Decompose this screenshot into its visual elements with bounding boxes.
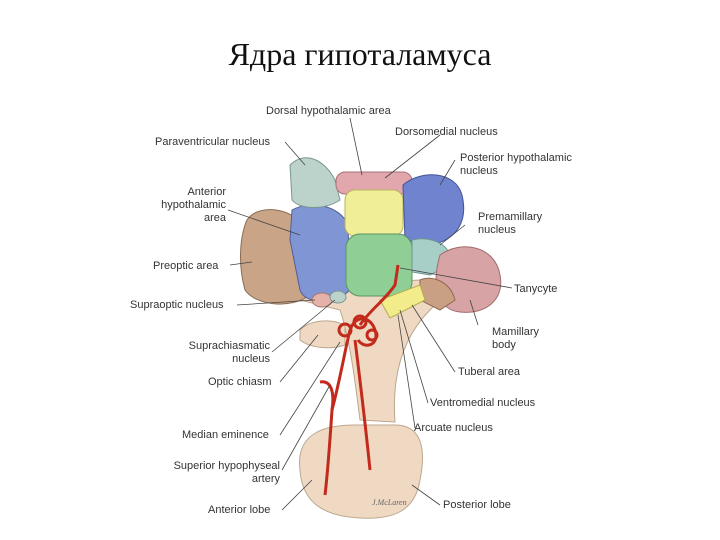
ventromedial-nucleus-shape <box>345 233 413 297</box>
label-premamillary-nucleus: Premamillary nucleus <box>478 211 543 236</box>
label-dorsomedial-nucleus: Dorsomedial nucleus <box>395 126 498 138</box>
label-ventromedial-nucleus: Ventromedial nucleus <box>430 397 536 409</box>
label-paraventricular-nucleus: Paraventricular nucleus <box>155 136 270 148</box>
optic-chiasm-shape <box>299 320 346 349</box>
superior-hypophyseal-artery-shape <box>319 264 400 496</box>
label-preoptic-area: Preoptic area <box>153 260 219 272</box>
label-anterior-lobe: Anterior lobe <box>208 504 271 516</box>
anterior-hypothalamic-area-shape <box>289 204 351 302</box>
dorsomedial-nucleus-shape <box>344 189 404 237</box>
paraventricular-nucleus-shape <box>289 157 341 208</box>
label-dorsal-hypothalamic-area: Dorsal hypothalamic area <box>266 105 391 117</box>
suprachiasmatic-nucleus-shape <box>329 290 347 304</box>
label-anterior-hypothalamic-area: Anterior hypothalamic area <box>161 186 226 224</box>
label-tuberal-area: Tuberal area <box>458 366 520 378</box>
label-optic-chiasm: Optic chiasm <box>208 376 272 388</box>
arcuate-nucleus-shape <box>379 284 426 319</box>
label-tanycyte: Tanycyte <box>514 283 558 295</box>
posterior-hypothalamic-nucleus-shape <box>402 174 465 246</box>
signature: J.McLaren <box>372 498 407 507</box>
page-title: Ядра гипоталамуса <box>228 36 492 72</box>
label-suprachiasmatic-nucleus: Suprachiasmatic nucleus <box>188 340 270 365</box>
label-supraoptic-nucleus: Supraoptic nucleus <box>130 299 224 311</box>
label-posterior-lobe: Posterior lobe <box>443 499 511 511</box>
label-posterior-hypothalamic-nucleus: Posterior hypothalamic nucleus <box>460 152 572 177</box>
label-superior-hypophyseal-artery: Superior hypophyseal artery <box>173 460 280 485</box>
label-arcuate-nucleus: Arcuate nucleus <box>414 422 493 434</box>
label-median-eminence: Median eminence <box>182 429 269 441</box>
mamillary-lower-shape <box>419 277 456 311</box>
label-mamillary-body: Mamillary body <box>492 326 540 351</box>
